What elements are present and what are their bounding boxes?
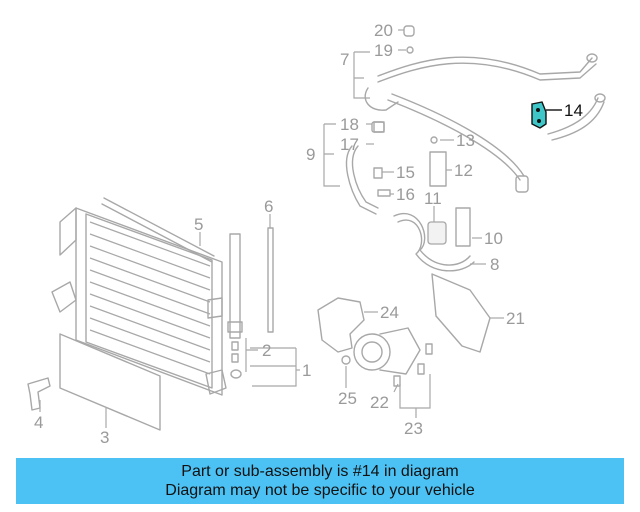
- parts-diagram: 1 2 3 4 5 6 7 8 9 10 11 12 13 14 15 16 1…: [27, 21, 606, 447]
- callout-5: 5: [194, 215, 203, 234]
- info-banner: Part or sub-assembly is #14 in diagram D…: [16, 458, 624, 504]
- callout-13: 13: [456, 131, 475, 150]
- callout-17: 17: [340, 135, 359, 154]
- callout-8: 8: [490, 255, 499, 274]
- callout-labels: 1 2 3 4 5 6 7 8 9 10 11 12 13 14 15 16 1…: [34, 21, 583, 447]
- seal-strip-6: [267, 227, 274, 333]
- callout-3: 3: [100, 428, 109, 447]
- callout-10: 10: [484, 229, 503, 248]
- callout-25: 25: [338, 389, 357, 408]
- bolt-25: [341, 355, 351, 365]
- receiver-dryer: [227, 233, 243, 379]
- callout-2: 2: [262, 341, 271, 360]
- callout-22: 22: [370, 393, 389, 412]
- callout-24: 24: [380, 303, 399, 322]
- part-14-highlighted[interactable]: [531, 101, 562, 129]
- callout-21: 21: [506, 309, 525, 328]
- callout-11: 11: [424, 189, 442, 208]
- callout-1: 1: [302, 361, 311, 380]
- banner-line-2: Diagram may not be specific to your vehi…: [165, 482, 475, 499]
- leader-lines: [39, 29, 504, 428]
- callout-18: 18: [340, 115, 359, 134]
- seal-strip: [101, 197, 215, 263]
- bracket: [27, 377, 51, 411]
- callout-9: 9: [306, 145, 315, 164]
- callout-12: 12: [454, 161, 473, 180]
- ac-lines: [345, 25, 606, 272]
- callout-20: 20: [374, 21, 393, 40]
- banner-line-1: Part or sub-assembly is #14 in diagram: [181, 463, 459, 480]
- condenser: [51, 207, 227, 396]
- callout-16: 16: [396, 185, 415, 204]
- callout-19: 19: [374, 41, 393, 60]
- compressor-shield: [431, 273, 491, 353]
- callout-23: 23: [404, 419, 423, 438]
- callout-7: 7: [340, 50, 349, 69]
- callout-6: 6: [264, 197, 273, 216]
- cover-panel: [59, 333, 161, 431]
- compressor: [353, 327, 433, 387]
- heat-shield: [317, 297, 365, 353]
- callout-4: 4: [34, 413, 43, 432]
- callout-15: 15: [396, 163, 415, 182]
- callout-14[interactable]: 14: [564, 101, 583, 120]
